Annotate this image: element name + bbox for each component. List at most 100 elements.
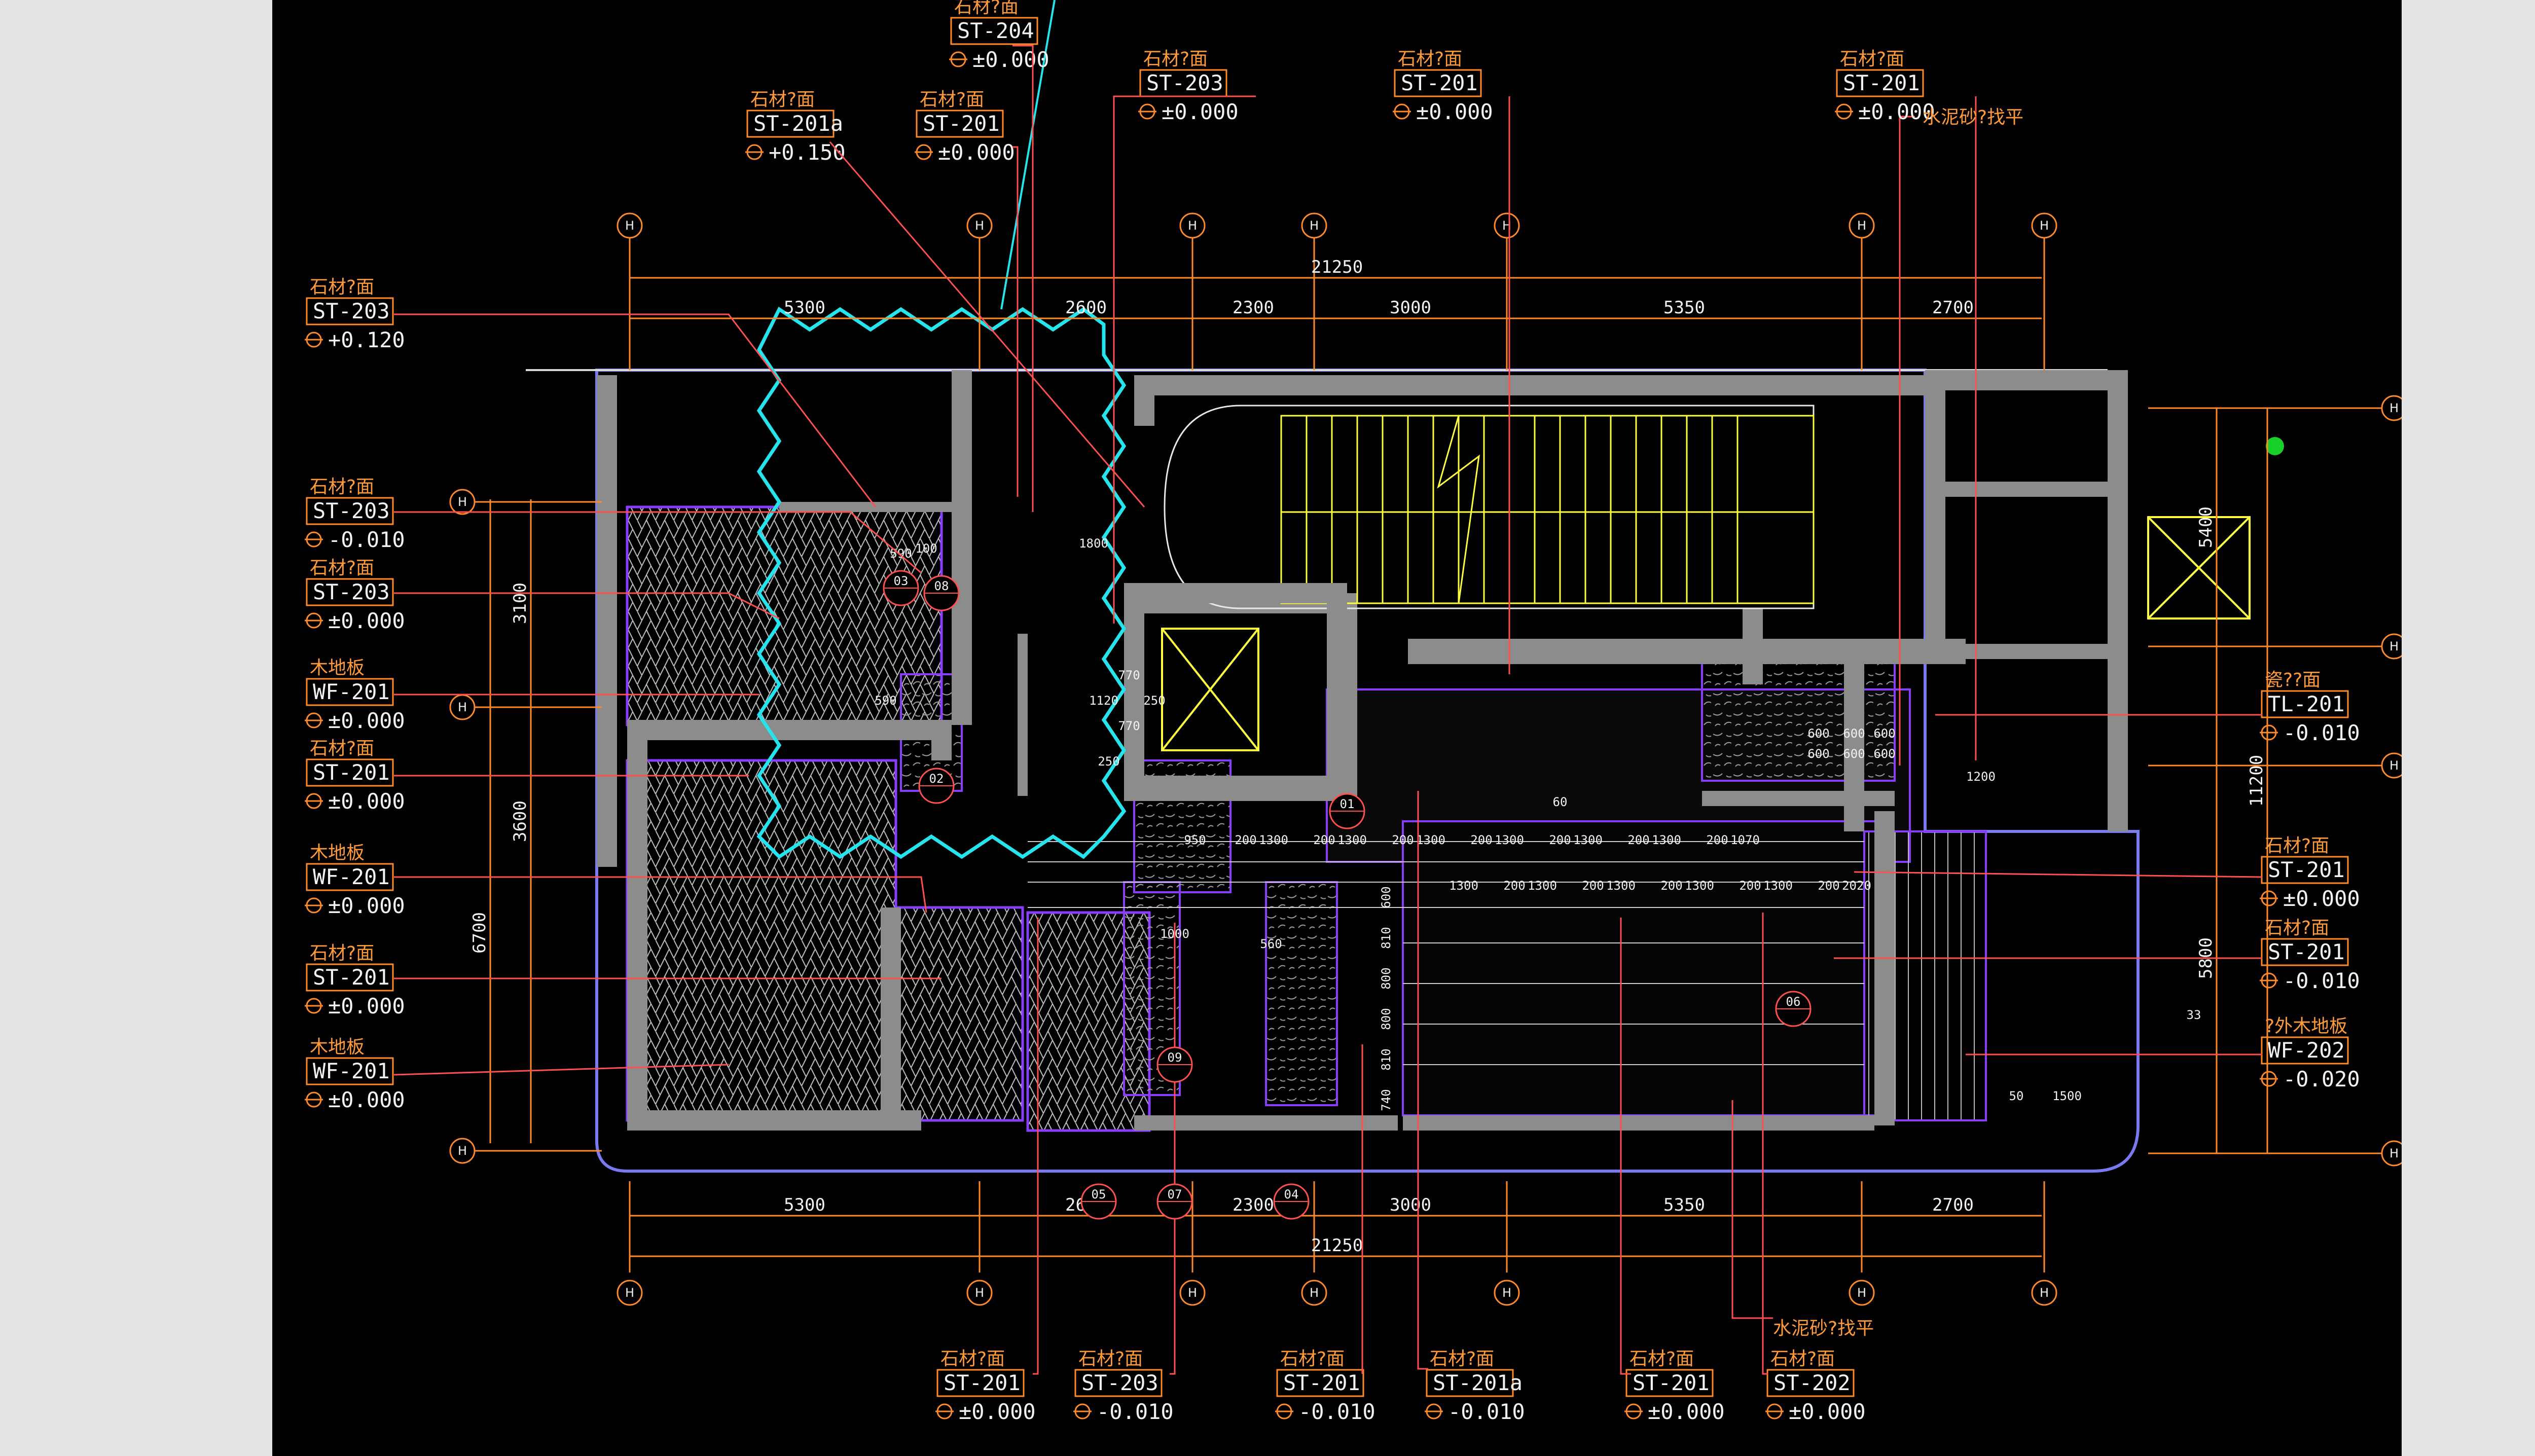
dim-misc: 60 bbox=[1553, 795, 1568, 809]
detail-bubble: 04 bbox=[1273, 1183, 1310, 1220]
grid-bubble-left bbox=[449, 489, 476, 515]
tag-code: ST-201 bbox=[1633, 1370, 1710, 1395]
grid-bubble-top bbox=[1179, 212, 1206, 239]
detail-bubble: 05 bbox=[1080, 1183, 1117, 1220]
dim-top-segment: 5350 bbox=[1663, 298, 1705, 318]
building-outline bbox=[526, 369, 2140, 1173]
tag-code-box bbox=[306, 963, 394, 992]
tag-title: 石材?面 bbox=[310, 738, 374, 759]
material-tag: 石材?面ST-203±0.000 bbox=[1113, 49, 1256, 624]
tag-code-box bbox=[1074, 1369, 1163, 1397]
tag-code-box bbox=[950, 17, 1038, 45]
material-tag: 石材?面ST-203-0.010 bbox=[305, 477, 922, 574]
grid-bubble-right bbox=[2381, 395, 2402, 421]
tag-title: 石材?面 bbox=[1840, 49, 1904, 69]
tag-code-box bbox=[306, 297, 394, 325]
dim-floor-row-b: 1300 bbox=[1685, 879, 1714, 893]
dim-misc: 33 bbox=[2187, 1008, 2201, 1022]
detail-bubble-number: 01 bbox=[1340, 797, 1355, 811]
detail-bubble: 03 bbox=[883, 570, 919, 606]
grid-label-left: H bbox=[458, 495, 467, 509]
tag-elevation: ±0.000 bbox=[972, 47, 1049, 72]
dim-floor-row-a: 200 bbox=[1549, 833, 1571, 847]
tag-code: ST-203 bbox=[313, 299, 390, 323]
detail-bubble: 02 bbox=[918, 768, 955, 804]
tag-code: ST-201 bbox=[923, 111, 1000, 136]
dim-right-outer: 11200 bbox=[2247, 755, 2267, 807]
dim-misc: 50 bbox=[2009, 1089, 2024, 1103]
detail-bubble: 01 bbox=[1329, 793, 1365, 829]
grid-label-bottom: H bbox=[1502, 1286, 1511, 1300]
dim-top-segment: 3000 bbox=[1390, 298, 1431, 318]
dim-bottom-total: 21250 bbox=[1311, 1235, 1363, 1256]
dim-floor-row-b: 200 bbox=[1739, 879, 1761, 893]
elevator-left bbox=[1124, 583, 1347, 801]
dim-misc: 250 bbox=[1098, 754, 1119, 769]
detail-bubble-number: 03 bbox=[894, 574, 909, 588]
tag-code: ST-203 bbox=[1081, 1370, 1158, 1395]
tag-code: WF-201 bbox=[313, 1059, 390, 1083]
tag-code-box bbox=[306, 1057, 394, 1085]
grid-bubble-bottom bbox=[1301, 1280, 1327, 1306]
detail-bubble: 08 bbox=[923, 575, 960, 611]
grid-bubble-left bbox=[449, 1138, 476, 1164]
material-tag: 石材?面ST-201 ±0.000 bbox=[305, 738, 749, 814]
dim-misc: 600 bbox=[1843, 726, 1865, 741]
tag-elevation: -0.010 bbox=[1298, 1399, 1375, 1424]
tag-elevation: ±0.000 bbox=[328, 994, 405, 1018]
tag-code: WF-201 bbox=[313, 679, 390, 704]
material-tag: 石材?面ST-201-0.010 bbox=[1275, 1044, 1375, 1424]
dim-misc: 600 bbox=[1873, 747, 1895, 761]
dim-misc: 600 bbox=[1807, 747, 1829, 761]
bottom-note: 水泥砂?找平 bbox=[1773, 1318, 1874, 1339]
material-tag: 石材?面ST-201±0.000 bbox=[1835, 49, 1977, 760]
tag-code: ST-201 bbox=[313, 760, 390, 785]
detail-bubble: 07 bbox=[1156, 1183, 1193, 1220]
tag-code-box bbox=[2261, 938, 2349, 966]
tag-title: 石材?面 bbox=[1280, 1349, 1345, 1369]
dim-misc: 600 bbox=[1843, 747, 1865, 761]
tag-elevation: ±0.000 bbox=[1162, 99, 1239, 124]
grid-label-right: H bbox=[2389, 1146, 2399, 1160]
dim-floor-row-b: 1300 bbox=[1528, 879, 1557, 893]
tag-elevation: ±0.000 bbox=[938, 140, 1015, 165]
tag-leader bbox=[1012, 45, 1034, 512]
tag-title: 石材?面 bbox=[1430, 1349, 1494, 1369]
material-tag: 石材?面ST-201a+0.150 bbox=[745, 89, 1145, 507]
dim-floor-col: 740 bbox=[1379, 1089, 1393, 1111]
dim-floor-row-a: 950 bbox=[1184, 833, 1206, 847]
tag-title: 石材?面 bbox=[310, 558, 374, 578]
tag-code-box bbox=[2261, 1036, 2349, 1065]
tag-code: ST-201 bbox=[2268, 939, 2345, 964]
floor-tile-grid bbox=[1028, 841, 1864, 1065]
tag-code-box bbox=[306, 497, 394, 525]
revision-leader bbox=[1000, 0, 1056, 310]
tag-elevation: ±0.000 bbox=[328, 789, 405, 814]
tag-title: 石材?面 bbox=[940, 1349, 1005, 1369]
material-tag: 石材?面ST-202±0.000 bbox=[1762, 913, 1866, 1424]
dim-misc: 590 bbox=[875, 694, 896, 708]
dim-floor-row-b: 1300 bbox=[1449, 879, 1478, 893]
grid-label-bottom: H bbox=[975, 1286, 984, 1300]
top-note: 水泥砂?找平 bbox=[1923, 107, 2023, 128]
material-tag: 石材?面ST-201±0.000 bbox=[915, 89, 1019, 497]
dim-bottom-segment: 3000 bbox=[1390, 1195, 1431, 1215]
tag-code-box bbox=[306, 578, 394, 606]
tag-code-box bbox=[306, 863, 394, 891]
tag-code: WF-201 bbox=[313, 864, 390, 889]
grid-bubble-top bbox=[1494, 212, 1520, 239]
detail-bubble-number: 02 bbox=[929, 772, 944, 786]
tag-leader bbox=[394, 592, 780, 620]
grid-bubble-top bbox=[1301, 212, 1327, 239]
tag-leader bbox=[1012, 146, 1019, 497]
grid-bubble-top bbox=[1849, 212, 1875, 239]
grid-bubble-right bbox=[2381, 633, 2402, 660]
tag-title: 石材?面 bbox=[1770, 1349, 1835, 1369]
dim-misc: 600 bbox=[1873, 726, 1895, 741]
grid-bubble-top bbox=[2031, 212, 2057, 239]
tag-leader bbox=[394, 511, 922, 574]
detail-bubble: 06 bbox=[1775, 991, 1812, 1027]
